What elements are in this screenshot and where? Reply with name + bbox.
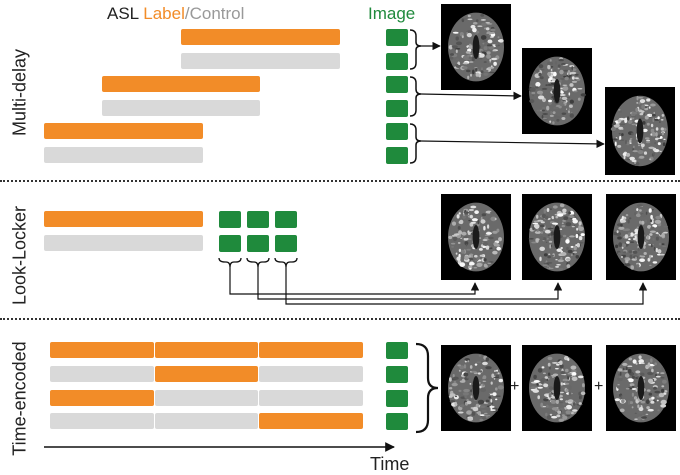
brain-mri-image [441,345,511,431]
label-bar [44,211,203,227]
label-bar [181,29,340,45]
section-divider [0,180,680,182]
image-block [386,147,408,164]
curly-brace [409,76,422,117]
image-block [386,53,408,70]
brain-mri-image [606,194,676,280]
plus-operator: + [510,378,520,395]
control-bar [50,366,154,382]
brain-mri-image [522,194,592,280]
brain-mri-image [606,345,676,431]
image-block [247,211,269,228]
curly-brace [218,257,242,268]
image-legend: Image [368,4,416,23]
asl-label: ASL [107,4,139,23]
legend-slash: / [184,4,190,23]
curly-brace [246,257,270,268]
brain-mri-image [522,345,592,431]
image-block [386,413,408,430]
label-bar [102,76,260,92]
control-bar [44,235,203,251]
image-block [386,390,408,407]
control-bar [259,390,363,406]
image-block [247,235,269,252]
arrow [257,267,563,300]
brain-mri-image [605,87,675,175]
arrow [420,139,605,149]
curly-brace [274,257,298,268]
curly-brace [409,29,422,70]
label-bar [50,342,154,358]
control-bar [44,147,203,163]
brain-mri-image [522,48,592,134]
image-block [386,100,408,117]
arrow [285,267,648,305]
section-divider [0,318,680,320]
control-bar [155,390,258,406]
plus-operator: + [594,378,604,395]
brain-mri-image [441,4,511,90]
control-bar [181,53,340,69]
image-block [386,342,408,359]
control-bar [259,366,363,382]
curly-brace [409,123,422,164]
image-block [386,29,408,46]
image-block [386,76,408,93]
image-block [219,235,241,252]
curly-brace [415,342,439,434]
control-bar [102,100,260,116]
control-bar [50,413,154,429]
image-block [219,211,241,228]
image-block [275,235,297,252]
legend-header: ASL Label/Control [107,4,244,24]
time-axis-label: Time [370,454,410,474]
label-bar [50,390,154,406]
label-bar [259,413,363,429]
image-block [275,211,297,228]
label-bar [259,342,363,358]
label-legend: Label [143,4,185,23]
image-block [386,366,408,383]
brain-mri-image [441,194,511,280]
label-bar [44,123,203,139]
image-block [386,123,408,140]
label-bar [155,342,258,358]
label-bar [155,366,258,382]
arrow [420,91,522,101]
control-legend: Control [189,4,245,23]
arrow [229,267,480,295]
control-bar [155,413,258,429]
